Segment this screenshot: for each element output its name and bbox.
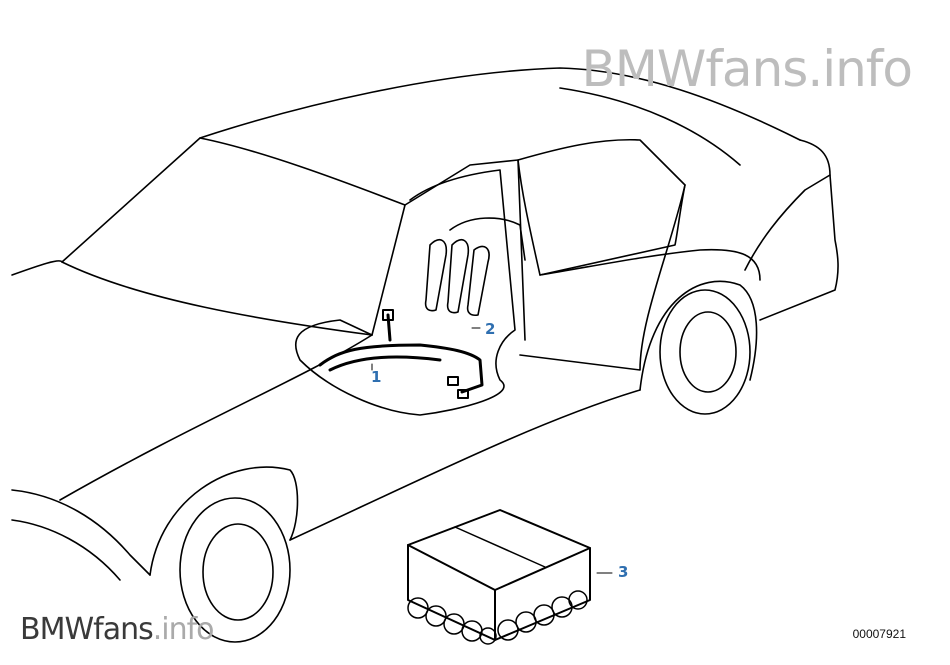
front-door-opening bbox=[294, 169, 516, 416]
hood-line bbox=[11, 260, 63, 276]
seat-belt-3 bbox=[466, 245, 490, 317]
watermark-bottom-main: BMWfans bbox=[20, 612, 154, 647]
seat-belt-2 bbox=[446, 239, 470, 314]
front-lower bbox=[11, 519, 121, 581]
watermark-top-suffix: .info bbox=[807, 40, 913, 98]
front-wheel-arch bbox=[149, 466, 299, 576]
front-bumper bbox=[11, 489, 151, 576]
sill bbox=[289, 389, 641, 541]
front-wheel bbox=[179, 497, 291, 643]
rear-door-window bbox=[517, 138, 686, 276]
callout-3[interactable]: 3 bbox=[618, 563, 629, 581]
front-wheel-hub bbox=[202, 523, 274, 621]
wiring-harness bbox=[318, 309, 484, 399]
watermark-bottom-suffix: .info bbox=[152, 612, 215, 647]
callout-1[interactable]: 1 bbox=[371, 368, 382, 386]
watermark-top: BMWfans.info bbox=[581, 40, 913, 98]
package-box bbox=[407, 509, 591, 645]
watermark-top-main: BMWfans bbox=[581, 40, 808, 98]
rear-wheel-hub bbox=[679, 311, 737, 393]
roof bbox=[199, 67, 801, 141]
roof-edge bbox=[559, 87, 741, 166]
windshield bbox=[61, 137, 406, 336]
belt-line bbox=[539, 248, 761, 281]
rear-seat-back bbox=[449, 217, 526, 261]
callout-2[interactable]: 2 bbox=[485, 320, 496, 338]
rear-wheel bbox=[659, 289, 751, 415]
rear-door-edge bbox=[519, 184, 686, 371]
part-number: 00007921 bbox=[852, 627, 906, 641]
rear-wheel-arch bbox=[639, 280, 758, 391]
watermark-bottom: BMWfans.info bbox=[20, 612, 215, 647]
rear-pillar bbox=[759, 139, 839, 321]
trunk-edge bbox=[744, 174, 831, 271]
seat-belt-1 bbox=[424, 239, 448, 312]
